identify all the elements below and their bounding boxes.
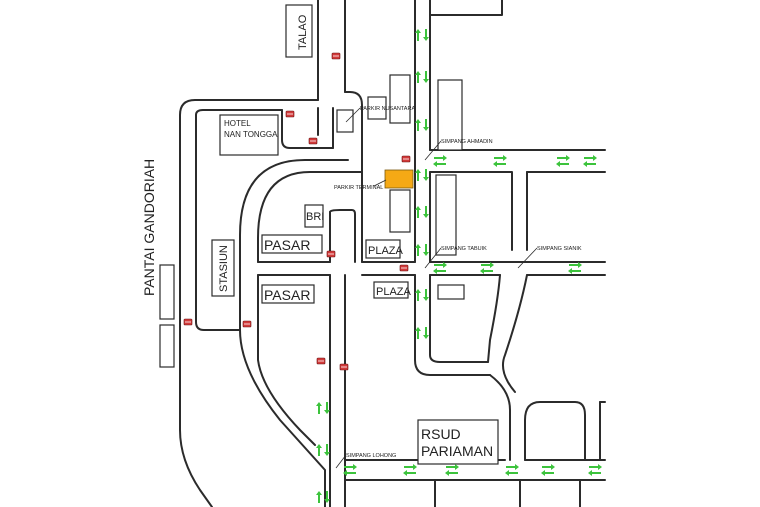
label-simpang-tabuik: SIMPANG TABUIK	[441, 246, 487, 252]
road-network	[179, 0, 606, 507]
tall-block	[437, 79, 463, 151]
bus-stop-icon	[242, 320, 252, 328]
small-block-a	[367, 96, 387, 120]
leader-simpang-ahmadin	[424, 140, 442, 161]
bri-block	[304, 204, 324, 228]
label-simpang-sianik: SIMPANG SIANIK	[537, 246, 582, 252]
leader-parkir-nusantara	[345, 107, 361, 123]
label-plaza-south: PLAZA	[376, 286, 412, 298]
label-pantai-gandoriah: PANTAI GANDORIAH	[141, 159, 157, 296]
double-arrow-icon	[343, 464, 357, 476]
double-arrow-icon	[541, 464, 555, 476]
map-labels: TALAO PANTAI GANDORIAH HOTEL NAN TONGGA …	[141, 14, 582, 469]
bus-stop-icon	[331, 52, 341, 60]
label-parkir-nusantara: PARKIR NUSANTARA	[360, 106, 415, 112]
label-rsud: RSUD	[421, 426, 461, 442]
label-pasar-north: PASAR	[264, 237, 310, 253]
bus-stop-icon	[401, 155, 411, 163]
plaza-south-block	[373, 281, 409, 299]
label-parkir-terminal: PARKIR TERMINAL	[334, 185, 383, 191]
bus-stop-icon	[308, 137, 318, 145]
label-hotel-line1: HOTEL	[224, 119, 251, 128]
double-arrow-icon	[493, 155, 507, 167]
label-pariaman: PARIAMAN	[421, 443, 493, 459]
bus-stop-icon	[316, 357, 326, 365]
pasar-south-block	[261, 284, 315, 304]
beach-block-a	[159, 264, 175, 320]
label-bri: BRI	[306, 211, 324, 223]
building-blocks	[159, 4, 499, 465]
double-arrow-icon	[445, 464, 459, 476]
label-simpang-ahmadin: SIMPANG AHMADIN	[441, 139, 493, 145]
double-arrow-icon	[415, 29, 429, 41]
stasiun-block	[211, 239, 235, 297]
bus-stop-icon	[183, 318, 193, 326]
double-arrow-icon	[415, 71, 429, 83]
leader-parkir-terminal	[373, 179, 387, 187]
double-arrow-icon	[583, 155, 597, 167]
double-arrow-icon	[433, 155, 447, 167]
double-arrow-icon	[505, 464, 519, 476]
double-arrow-icon	[480, 262, 494, 274]
bus-stop-icon	[326, 250, 336, 258]
hotel-block	[219, 114, 279, 156]
double-arrow-icon	[415, 244, 429, 256]
double-arrow-icon	[415, 327, 429, 339]
double-arrow-icon	[415, 206, 429, 218]
parkir-terminal-highlight	[384, 169, 414, 189]
beach-block-b	[159, 324, 175, 368]
terminal-inner-block	[389, 189, 411, 233]
east-block-a	[435, 174, 457, 256]
plaza-north-block	[365, 239, 401, 259]
label-talao: TALAO	[297, 14, 309, 50]
double-arrow-icon	[556, 155, 570, 167]
label-hotel-line2: NAN TONGGA	[224, 130, 278, 139]
double-arrow-icon	[415, 169, 429, 181]
pasar-north-block	[261, 234, 323, 254]
label-pasar-south: PASAR	[264, 287, 310, 303]
bus-stop-icon	[339, 363, 349, 371]
bus-stop-icon	[285, 110, 295, 118]
double-arrow-icon	[568, 262, 582, 274]
leader-simpang-tabuik	[424, 247, 442, 269]
double-arrow-icon	[588, 464, 602, 476]
double-arrow-icon	[403, 464, 417, 476]
double-arrow-icon	[415, 119, 429, 131]
leader-simpang-sianik	[517, 247, 538, 269]
east-block-b	[437, 284, 465, 300]
label-stasiun: STASIUN	[218, 245, 230, 292]
double-arrow-icon	[316, 444, 330, 456]
rsud-block	[417, 419, 499, 465]
bus-stops	[183, 52, 411, 371]
small-block-b	[389, 74, 411, 124]
double-arrow-icon	[433, 262, 447, 274]
parkir-nusantara-block	[336, 109, 354, 133]
double-arrow-icon	[316, 491, 330, 503]
double-arrow-icon	[415, 289, 429, 301]
talao-block	[285, 4, 313, 58]
label-simpang-lohong: SIMPANG LOHONG	[346, 453, 396, 459]
one-way-arrows	[316, 29, 602, 503]
leader-simpang-lohong	[335, 454, 347, 469]
double-arrow-icon	[316, 402, 330, 414]
bus-stop-icon	[399, 264, 409, 272]
label-plaza-north: PLAZA	[368, 245, 404, 257]
